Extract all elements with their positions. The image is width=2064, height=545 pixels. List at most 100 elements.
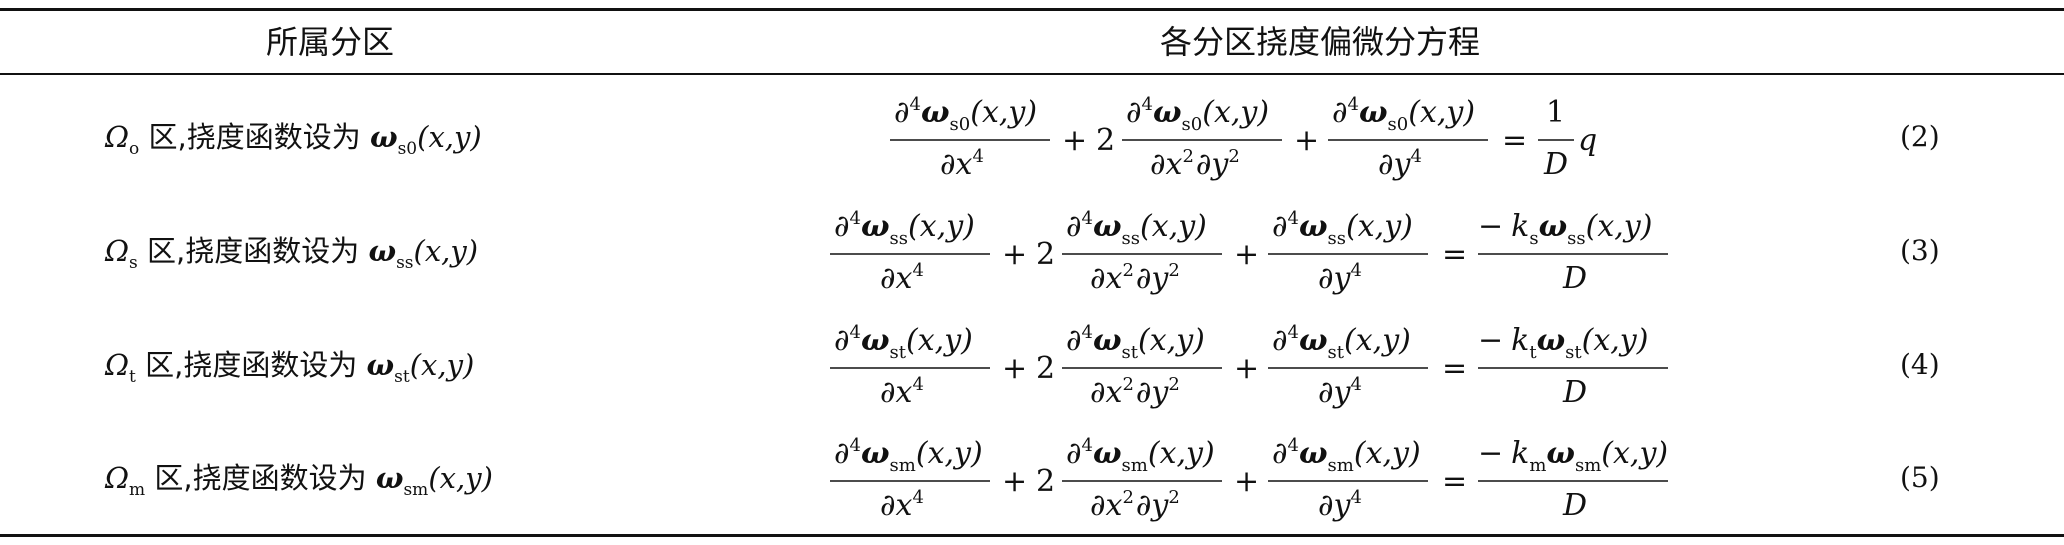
function-args: (x,y) [428,461,493,495]
zone-description: Ωo 区,挠度函数设为 ωs0(x,y) [105,82,585,192]
denominator-text: ∂x2∂y2 [1090,260,1180,296]
zone-symbol: Ω [105,461,130,495]
denominator-text: ∂x2∂y2 [1090,374,1180,410]
zone-symbol: Ω [105,234,130,268]
function-args: (x,y) [409,348,475,382]
numerator: ∂4ωst(x,y) [834,322,973,363]
plus-sign: + [1062,123,1087,158]
zone-subscript: o [129,138,140,159]
numerator-text: ∂4ωst(x,y) [834,322,973,363]
rhs-numerator: −ktωst(x,y) [1478,323,1648,363]
function-symbol: ω [368,234,397,268]
numerator: ∂4ωsm(x,y) [1272,435,1421,476]
denominator-text: ∂x2∂y2 [1090,487,1180,523]
denominator-text: ∂x4 [880,374,924,410]
equation: ∂4ωs0(x,y)∂x4+2∂4ωs0(x,y)∂x2∂y2+∂4ωs0(x,… [640,82,2020,192]
equals-sign: = [1442,351,1467,386]
rhs-numerator: −kmωsm(x,y) [1478,436,1668,476]
denominator-text: ∂y4 [1318,260,1362,296]
function-subscript: st [394,366,410,387]
numerator: ∂4ωst(x,y) [1272,322,1411,363]
equation: ∂4ωst(x,y)∂x4+2∂4ωst(x,y)∂x2∂y2+∂4ωst(x,… [640,310,2020,420]
function-symbol: ω [369,120,398,154]
coefficient: 2 [1096,123,1115,158]
numerator: ∂4ωss(x,y) [1066,208,1207,249]
coefficient: 2 [1036,351,1055,386]
plus-sign: + [1234,237,1259,272]
header-zone: 所属分区 [265,23,394,61]
numerator-text: ∂4ωsm(x,y) [834,435,983,476]
zone-text: 区,挠度函数设为 [135,348,367,382]
numerator: ∂4ωss(x,y) [834,208,975,249]
numerator: ∂4ωss(x,y) [1272,208,1413,249]
function-args: (x,y) [417,120,482,154]
table-row: Ωs 区,挠度函数设为 ωss(x,y)∂4ωss(x,y)∂x4+2∂4ωss… [0,196,2064,306]
table-row: Ωt 区,挠度函数设为 ωst(x,y)∂4ωst(x,y)∂x4+2∂4ωst… [0,310,2064,420]
equation-number: (3) [1900,234,1940,267]
function-args: (x,y) [413,234,479,268]
rhs-denominator: D [1562,261,1587,296]
numerator-text: ∂4ωss(x,y) [1272,208,1413,249]
denominator-text: ∂y4 [1318,374,1362,410]
numerator-text: ∂4ωs0(x,y) [1332,94,1475,135]
zone-symbol: Ω [105,120,130,154]
rhs-denominator: D [1562,375,1587,410]
equation: ∂4ωsm(x,y) ∂x4 +2 ∂4ωsm(x,y) ∂x2∂y2 + ∂4ωsm(x,… [640,423,2020,533]
coefficient: 2 [1036,237,1055,272]
table-row: Ωm 区,挠度函数设为 ωsm(x,y)∂4ωsm(x,y)∂x4+2∂4ωsm… [0,423,2064,533]
numerator-text: ∂4ωst(x,y) [1272,322,1411,363]
numerator-text: ∂4ωss(x,y) [1066,208,1207,249]
rhs-load: q [1578,123,1597,158]
function-subscript: ss [396,252,414,273]
zone-description: Ωt 区,挠度函数设为 ωst(x,y) [105,310,585,420]
bottom-rule [0,534,2064,537]
numerator: ∂4ωs0(x,y) [1126,94,1269,135]
plus-sign: + [1002,237,1027,272]
denominator-text: ∂x4 [940,146,984,182]
equation-svg: ∂4ωsm(x,y) ∂x4 +2 ∂4ωsm(x,y) ∂x2∂y2 + ∂4ωsm(x,… [830,435,1668,523]
numerator-text: ∂4ωs0(x,y) [894,94,1037,135]
header-rule [0,73,2064,75]
rhs-denominator: D [1543,147,1568,182]
coefficient: 2 [1036,464,1055,499]
zone-subscript: t [129,366,136,387]
denominator-text: ∂y4 [1378,146,1422,182]
denominator-text: ∂x4 [880,487,924,523]
top-rule [0,8,2064,11]
numerator: ∂4ωs0(x,y) [1332,94,1475,135]
zone-description: Ωm 区,挠度函数设为 ωsm(x,y) [105,423,585,533]
equals-sign: = [1442,237,1467,272]
equals-sign: = [1502,123,1527,158]
numerator: ∂4ωs0(x,y) [894,94,1037,135]
numerator: ∂4ωsm(x,y) [1066,435,1215,476]
equation: ∂4ωss(x,y) ∂x4 +2 ∂4ωss(x,y) ∂x2∂y2 + ∂4ωss(x,… [640,196,2020,306]
plus-sign: + [1002,464,1027,499]
equation-svg: ∂4ωst(x,y)∂x4+2∂4ωst(x,y)∂x2∂y2+∂4ωst(x,… [830,322,1668,410]
zone-subscript: m [129,479,146,500]
zone-text: 区,挠度函数设为 [137,234,369,268]
numerator-text: ∂4ωss(x,y) [834,208,975,249]
equation-number: (2) [1900,120,1940,153]
equation-svg: ∂4ωs0(x,y)∂x4+2∂4ωs0(x,y)∂x2∂y2+∂4ωs0(x,… [890,94,1597,182]
zone-subscript: s [129,252,138,273]
numerator-text: ∂4ωsm(x,y) [1272,435,1421,476]
plus-sign: + [1234,464,1259,499]
denominator-text: ∂y4 [1318,487,1362,523]
rhs-denominator: D [1562,488,1587,523]
function-symbol: ω [375,461,404,495]
numerator: ∂4ωsm(x,y) [834,435,983,476]
numerator: ∂4ωst(x,y) [1066,322,1205,363]
equals-sign: = [1442,464,1467,499]
plus-sign: + [1294,123,1319,158]
numerator-text: ∂4ωst(x,y) [1066,322,1205,363]
equation-number: (4) [1900,348,1940,381]
numerator-text: ∂4ωs0(x,y) [1126,94,1269,135]
equation-number: (5) [1900,461,1940,494]
denominator-text: ∂x4 [880,260,924,296]
table-row: Ωo 区,挠度函数设为 ωs0(x,y) ∂4ωs0(x,y) ∂x4 +2 ∂4ωs0… [0,82,2064,192]
rhs-numerator: 1 [1546,95,1565,130]
equation-svg: ∂4ωss(x,y) ∂x4 +2 ∂4ωss(x,y) ∂x2∂y2 + ∂4ωss(x,… [830,208,1668,296]
plus-sign: + [1002,351,1027,386]
function-subscript: sm [403,479,429,500]
header-equation: 各分区挠度偏微分方程 [1159,23,1480,61]
